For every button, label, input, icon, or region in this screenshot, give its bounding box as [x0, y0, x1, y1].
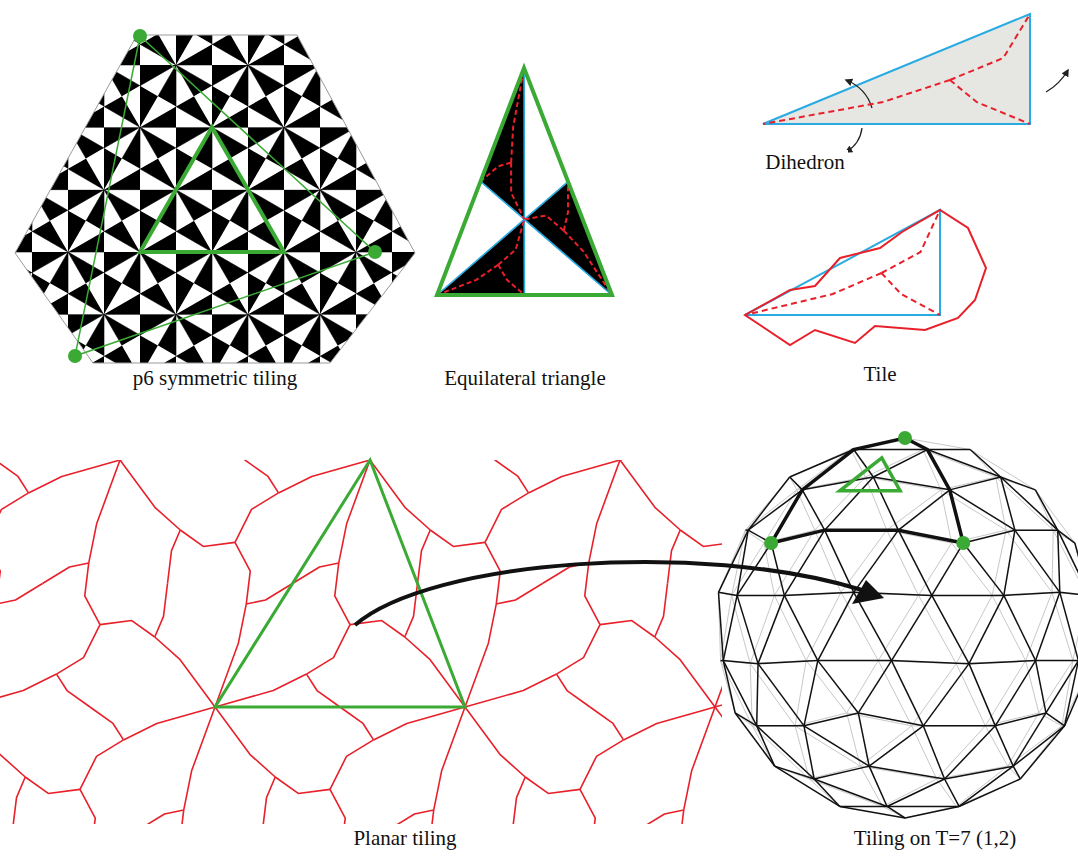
part-label: Tile: [860, 362, 899, 387]
p6-tiling: [0, 0, 824, 439]
panel-caption: Tiling on T=7 (1,2): [851, 826, 1019, 851]
dihedron: [763, 14, 1068, 152]
green-markers: [68, 29, 382, 363]
panel-caption: Planar tiling: [350, 826, 459, 851]
hexagon-outline: [15, 35, 415, 363]
equilateral-triangle: [437, 68, 612, 295]
mapping-arrowhead: [852, 580, 884, 604]
panel-caption: p6 symmetric tiling: [130, 366, 300, 391]
green-triangle: [215, 460, 465, 707]
panel-caption: Equilateral triangle: [441, 366, 609, 391]
part-label: Dihedron: [762, 150, 847, 175]
tile: [745, 210, 986, 345]
t7-capsid-tiling: [718, 431, 1078, 818]
planar-tiling: [0, 460, 722, 824]
mapping-arrow: [355, 562, 862, 625]
